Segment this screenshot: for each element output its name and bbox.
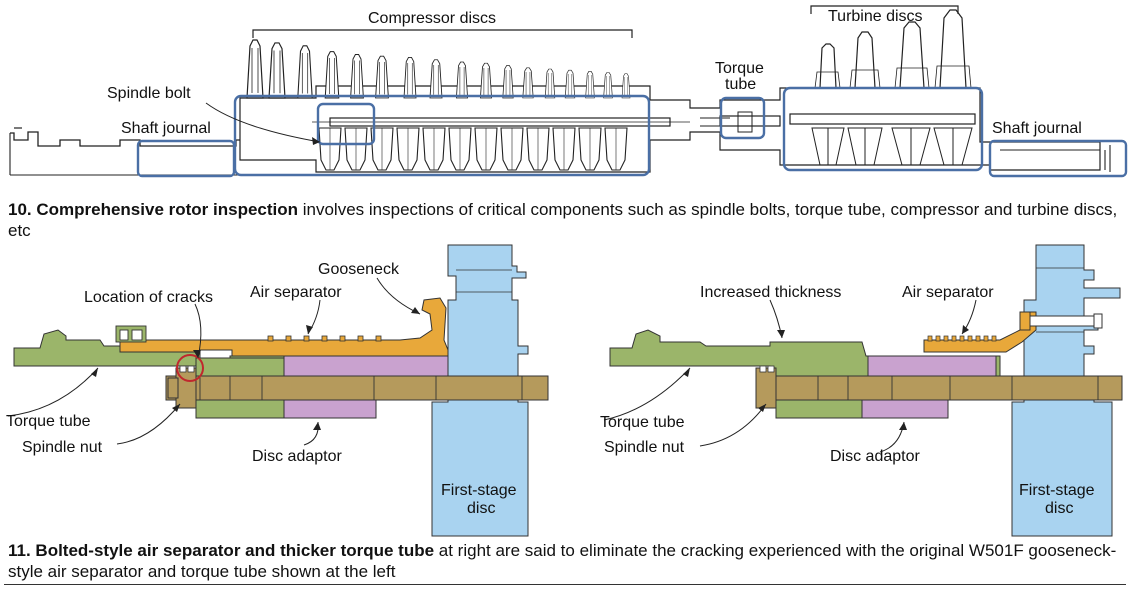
label-torque-tube-left: Torque tube xyxy=(6,413,91,430)
air-separator-left xyxy=(119,297,449,357)
label-location-of-cracks: Location of cracks xyxy=(84,289,213,306)
air-separator-right xyxy=(923,311,1037,353)
figure11-right-diagram xyxy=(603,244,1123,537)
label-spindle-bolt: Spindle bolt xyxy=(107,85,191,102)
turbine-discs-bracket xyxy=(810,5,959,14)
shaft-journal-right-box xyxy=(988,139,1128,178)
label-disc-adaptor-left: Disc adaptor xyxy=(252,448,342,465)
label-shaft-journal-right: Shaft journal xyxy=(992,120,1082,137)
label-increased-thickness: Increased thickness xyxy=(700,284,841,301)
torque-tube-box xyxy=(719,96,766,140)
label-spindle-nut-left: Spindle nut xyxy=(22,439,103,456)
label-gooseneck: Gooseneck xyxy=(318,261,400,278)
label-torque-tube-right: Torque tube xyxy=(600,414,685,431)
spindle-bolt-right xyxy=(757,375,1123,401)
figure11-caption: 11. Bolted-style air separator and thick… xyxy=(8,540,1123,582)
turbine-discs-box xyxy=(782,86,984,172)
compressor-discs-box xyxy=(233,94,651,177)
spindle-bolt-box xyxy=(316,102,376,146)
rotor-schematic xyxy=(9,5,1128,178)
figure10-caption-bold: 10. Comprehensive rotor inspection xyxy=(8,200,299,219)
label-spindle-nut-right: Spindle nut xyxy=(604,439,685,456)
figure10-caption-text: involves inspections of critical compone… xyxy=(8,200,1118,240)
label-first-stage-left-2: disc xyxy=(467,500,495,517)
spindle-nut-right xyxy=(755,367,777,409)
label-air-separator-right: Air separator xyxy=(902,284,994,301)
label-first-stage-left-1: First-stage xyxy=(441,482,517,499)
label-torque-tube-2: tube xyxy=(725,76,756,93)
spindle-bolt-left xyxy=(165,375,549,401)
label-torque-tube-1: Torque xyxy=(715,60,764,77)
spindle-bolt-leader xyxy=(205,102,321,143)
label-shaft-journal-left: Shaft journal xyxy=(121,120,211,137)
crack-location-marker xyxy=(176,354,204,382)
figure11-caption-text: at right are said to eliminate the crack… xyxy=(8,541,1117,581)
label-turbine-discs: Turbine discs xyxy=(828,8,923,25)
figure10-caption: 10. Comprehensive rotor inspection invol… xyxy=(8,199,1123,241)
figure11-left-diagram xyxy=(7,244,549,537)
label-first-stage-right-1: First-stage xyxy=(1019,482,1095,499)
compressor-discs-bracket xyxy=(252,29,633,38)
label-first-stage-right-2: disc xyxy=(1045,500,1073,517)
label-disc-adaptor-right: Disc adaptor xyxy=(830,448,920,465)
figure11-caption-bold: 11. Bolted-style air separator and thick… xyxy=(8,541,435,560)
label-air-separator-left: Air separator xyxy=(250,284,342,301)
label-compressor-discs: Compressor discs xyxy=(368,10,496,27)
bottom-rule xyxy=(4,584,1126,585)
